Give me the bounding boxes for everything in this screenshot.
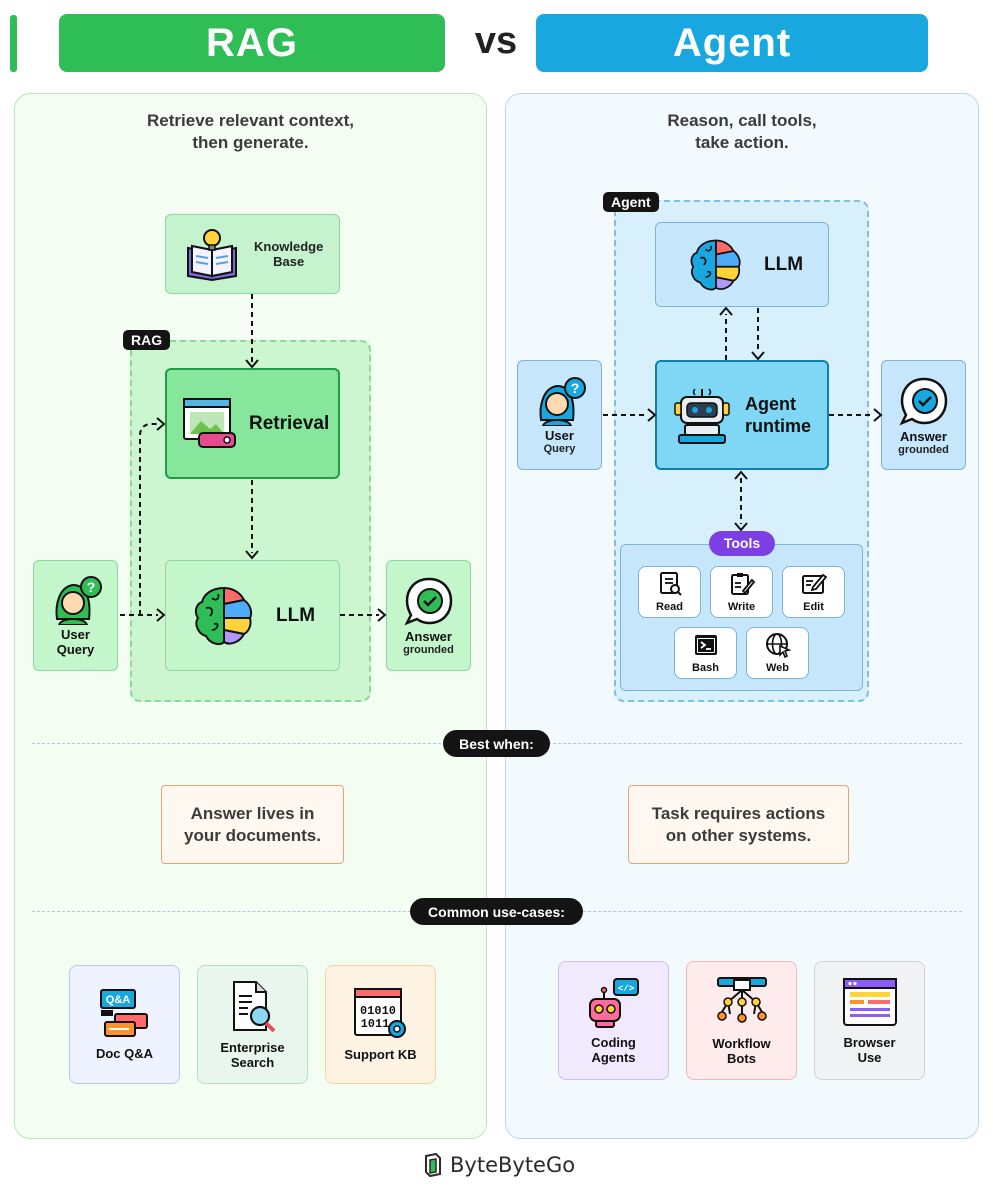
svg-text:</>: </> [617, 984, 633, 994]
tool-write[interactable]: Write [710, 566, 773, 618]
svg-text:?: ? [86, 579, 95, 595]
robot-icon [674, 388, 730, 444]
rag-tagline: Retrieve relevant context, then generate… [147, 111, 354, 152]
use-case-support-kb[interactable]: 01010 1011 Support KB [325, 965, 436, 1084]
retrieval-label: Retrieval [249, 412, 330, 434]
rag-user-label-2: Query [56, 641, 95, 657]
agent-runtime-label-2: runtime [745, 416, 812, 436]
svg-text:01010: 01010 [359, 1004, 395, 1018]
tools-label: Tools [709, 531, 775, 556]
rag-best-when-box: Answer lives in your documents. [161, 785, 344, 864]
tool-bash-label: Bash [692, 662, 719, 674]
agent-answer-label-2: grounded [898, 443, 949, 456]
knowledge-base-label-2: Base [273, 254, 305, 269]
tool-web-label: Web [765, 662, 790, 674]
footer-brand-name: ByteByteGo [450, 1153, 576, 1177]
use-case-coding-agents-title: Coding Agents [591, 1034, 636, 1065]
tool-bash[interactable]: Bash [674, 627, 737, 679]
use-case-browser-use[interactable]: Browser Use [814, 961, 925, 1080]
bytebytego-logo-icon [425, 1152, 441, 1178]
bash-icon [694, 635, 717, 655]
write-icon [730, 573, 755, 595]
rag-answer-label-2: grounded [403, 644, 454, 656]
tool-read[interactable]: Read [638, 566, 701, 618]
browser-use-icon [842, 977, 897, 1026]
agent-tagline: Reason, call tools, take action. [667, 111, 817, 152]
rag-user-label-1: User [61, 626, 90, 642]
doc-qa-icon: Q&A [99, 989, 148, 1037]
enterprise-search-icon [232, 980, 275, 1032]
agent-runtime-node[interactable]: Agent runtime [655, 360, 829, 470]
agent-brain-icon [690, 239, 741, 290]
use-case-browser-use-title: Browser Use [843, 1034, 896, 1065]
knowledge-base-icon [187, 229, 237, 282]
tool-read-label: Read [656, 601, 683, 613]
use-case-enterprise-search-title: Enterprise Search [220, 1039, 285, 1070]
use-case-doc-qa[interactable]: Q&A Doc Q&A [69, 965, 180, 1084]
use-case-support-kb-title: Support KB [344, 1047, 417, 1062]
coding-agents-icon: </> [588, 977, 639, 1028]
use-case-workflow-bots-title: Workflow Bots [712, 1035, 771, 1066]
svg-text:Q&A: Q&A [105, 994, 130, 1006]
agent-answer-check-icon [898, 377, 947, 425]
use-case-doc-qa-title: Doc Q&A [95, 1046, 154, 1061]
agent-user-avatar-icon: ? [539, 376, 586, 426]
web-icon [765, 633, 791, 658]
vs-label: vs [474, 20, 518, 62]
agent-user-label-2: Query [543, 442, 576, 455]
header-accent-bar [10, 15, 17, 72]
rag-llm-node[interactable]: LLM [165, 560, 340, 671]
footer-brand: ByteByteGo [422, 1152, 575, 1178]
answer-check-icon [403, 577, 452, 626]
tool-edit[interactable]: Edit [782, 566, 845, 618]
svg-text:1011: 1011 [360, 1017, 389, 1031]
agent-answer-node[interactable]: Answer grounded [881, 360, 966, 470]
retrieval-icon [183, 397, 236, 448]
knowledge-base-label-1: Knowledge [254, 239, 324, 254]
workflow-bots-icon [716, 976, 767, 1023]
rag-group-label: RAG [123, 330, 171, 350]
agent-runtime-label-1: Agent [745, 394, 796, 414]
user-avatar-icon: ? [55, 575, 102, 625]
use-case-coding-agents[interactable]: </> Coding Agents [558, 961, 669, 1080]
agent-user-label-1: User [545, 427, 574, 443]
support-kb-icon: 01010 1011 [353, 988, 406, 1038]
edit-icon [801, 573, 827, 594]
use-case-enterprise-search[interactable]: Enterprise Search [197, 965, 308, 1084]
tool-write-label: Write [727, 601, 756, 613]
retrieval-node[interactable]: Retrieval [165, 368, 340, 479]
brain-icon [194, 586, 253, 645]
tool-edit-label: Edit [803, 601, 824, 613]
use-cases-label: Common use-cases: [410, 898, 583, 925]
agent-best-when-box: Task requires actions on other systems. [628, 785, 849, 864]
agent-title: Agent [536, 14, 928, 72]
rag-answer-label-1: Answer [405, 629, 452, 644]
rag-answer-node[interactable]: Answer grounded [386, 560, 471, 671]
rag-user-node[interactable]: ? User Query [33, 560, 118, 671]
agent-llm-label: LLM [764, 253, 804, 275]
agent-answer-label-1: Answer [900, 428, 947, 444]
agent-llm-node[interactable]: LLM [655, 222, 829, 307]
agent-user-node[interactable]: ? User Query [517, 360, 602, 470]
rag-title: RAG [59, 14, 445, 72]
use-case-workflow-bots[interactable]: Workflow Bots [686, 961, 797, 1080]
best-when-label: Best when: [443, 730, 550, 757]
tool-web[interactable]: Web [746, 627, 809, 679]
svg-text:?: ? [570, 380, 579, 396]
knowledge-base-node[interactable]: Knowledge Base [165, 214, 340, 294]
agent-group-label: Agent [603, 192, 659, 212]
read-icon [659, 572, 682, 596]
rag-llm-label: LLM [276, 604, 316, 626]
